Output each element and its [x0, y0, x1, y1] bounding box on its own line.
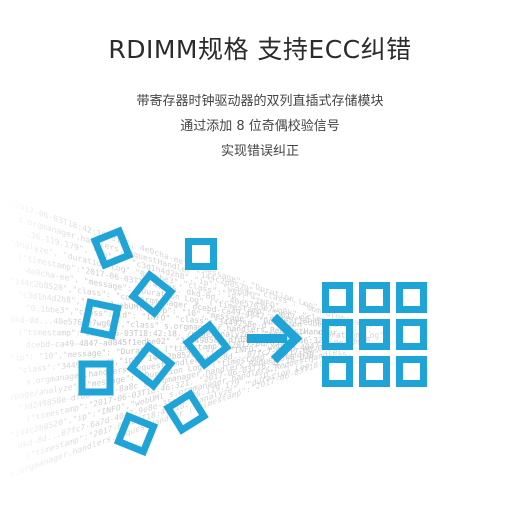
description-line-3: 实现错误纠正	[220, 144, 299, 159]
bit-square-icon	[90, 226, 134, 270]
description-line-2: 通过添加 8 位奇偶校验信号	[180, 119, 340, 134]
grid-cell-icon	[359, 282, 390, 313]
grid-cell-icon	[322, 356, 353, 387]
grid-cell-icon	[322, 282, 353, 313]
ecc-illustration: "2017-06-03T18:42:18.018", 4e0cha-ee", "…	[0, 170, 520, 528]
scattered-bit-squares	[78, 226, 232, 457]
bit-square-icon	[128, 270, 176, 318]
corrected-grid-icon	[322, 282, 427, 387]
bit-square-icon	[78, 360, 114, 396]
bit-square-icon	[113, 411, 159, 457]
grid-cell-icon	[396, 282, 427, 313]
grid-cell-icon	[359, 356, 390, 387]
bit-square-icon	[163, 389, 209, 435]
bit-square-icon	[126, 341, 176, 391]
grid-cell-icon	[396, 319, 427, 350]
bit-square-icon	[80, 298, 122, 340]
grid-cell-icon	[322, 319, 353, 350]
grid-cell-icon	[359, 319, 390, 350]
grid-cell-icon	[396, 356, 427, 387]
description-line-1: 带寄存器时钟驱动器的双列直插式存储模块	[136, 94, 384, 109]
bit-square-icon	[182, 320, 232, 370]
page-title: RDIMM规格 支持ECC纠错	[108, 35, 412, 64]
right-arrow-icon	[247, 313, 303, 364]
bit-square-icon	[185, 238, 217, 270]
